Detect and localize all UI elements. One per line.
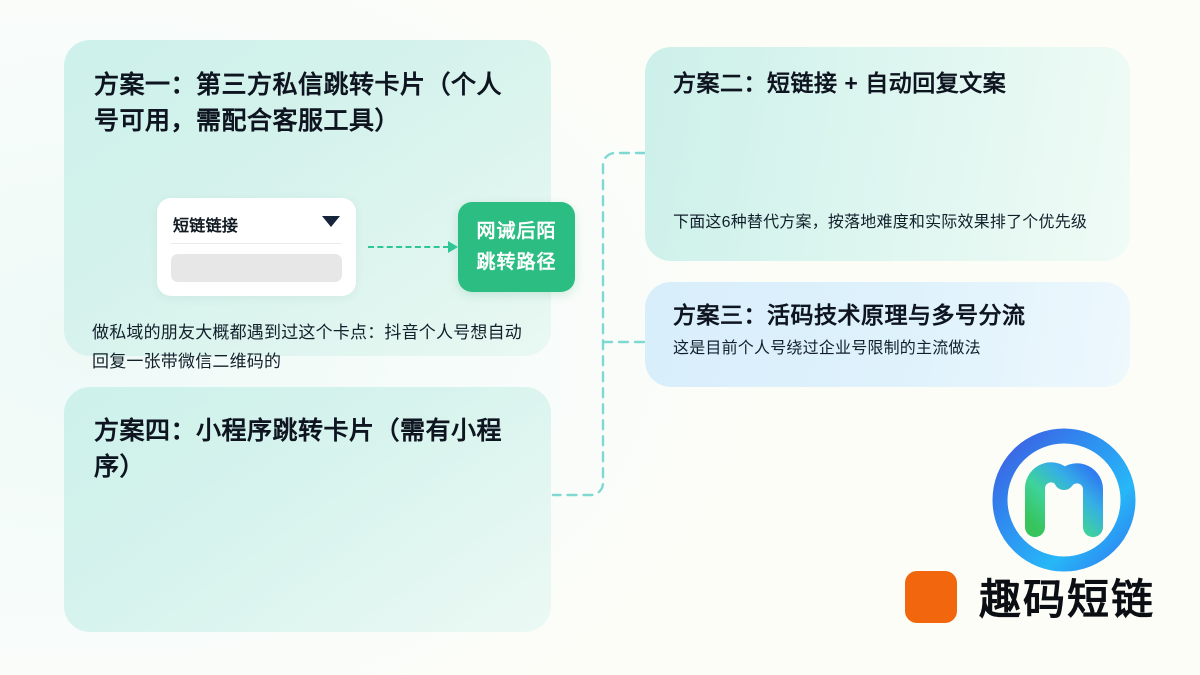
plan-two-card[interactable]: 方案二：短链接 + 自动回复文案 短链链接 网诫后障 网诫后陌 跳转路径 下面这… xyxy=(645,47,1130,261)
plan-four-title: 方案四：小程序跳转卡片（需有小程序） xyxy=(94,417,503,481)
plan-one-chip-line2: 跳转路径 xyxy=(476,252,557,273)
plan-two-title: 方案二：短链接 + 自动回复文案 xyxy=(673,70,1007,96)
plan-two-note: 下面这6种替代方案，按落地难度和实际效果排了个优先级 xyxy=(673,214,1088,231)
plan-three-note: 这是目前个人号绕过企业号限制的主流做法 xyxy=(673,340,981,357)
brand-name: 趣码短链 xyxy=(979,576,1156,623)
plan-one-title: 方案一：第三方私信跳转卡片（个人号可用，需配合客服工具） xyxy=(94,71,503,135)
arrow-head-icon xyxy=(448,241,458,253)
plan-three-title: 方案三：活码技术原理与多号分流 xyxy=(673,302,1026,328)
short-link-dropdown-label: 短链链接 xyxy=(173,218,239,235)
chevron-down-icon[interactable] xyxy=(322,216,340,227)
dashed-arrow-line xyxy=(368,246,449,248)
short-link-dropdown[interactable]: 短链链接 xyxy=(157,198,356,296)
dropdown-placeholder-bar[interactable] xyxy=(171,254,342,282)
plan-three-card[interactable]: 方案三：活码技术原理与多号分流 这是目前个人号绕过企业号限制的主流做法 xyxy=(645,282,1130,387)
brand-lockup: 趣码短链 xyxy=(905,566,1155,627)
circle-m-logo xyxy=(992,428,1136,572)
dropdown-divider xyxy=(171,243,342,244)
plan-one-chip-line1: 网诫后陌 xyxy=(476,221,557,242)
plan-four-card[interactable]: 方案四：小程序跳转卡片（需有小程序） 短链链接 网诫后障 跳转路径 实现这个方案… xyxy=(64,387,551,632)
plan-one-note: 做私域的朋友大概都遇到过这个卡点：抖音个人号想自动回复一张带微信二维码的 xyxy=(92,323,522,371)
plan-one-widget-row: 短链链接 网诫后陌 跳转路径 xyxy=(157,198,575,296)
orange-square-icon xyxy=(905,570,957,623)
plan-one-arrow xyxy=(368,241,458,253)
plan-one-card[interactable]: 方案一：第三方私信跳转卡片（个人号可用，需配合客服工具） 短链链接 网诫后陌 跳… xyxy=(64,40,575,371)
plan-one-target-chip[interactable]: 网诫后陌 跳转路径 xyxy=(458,202,575,292)
